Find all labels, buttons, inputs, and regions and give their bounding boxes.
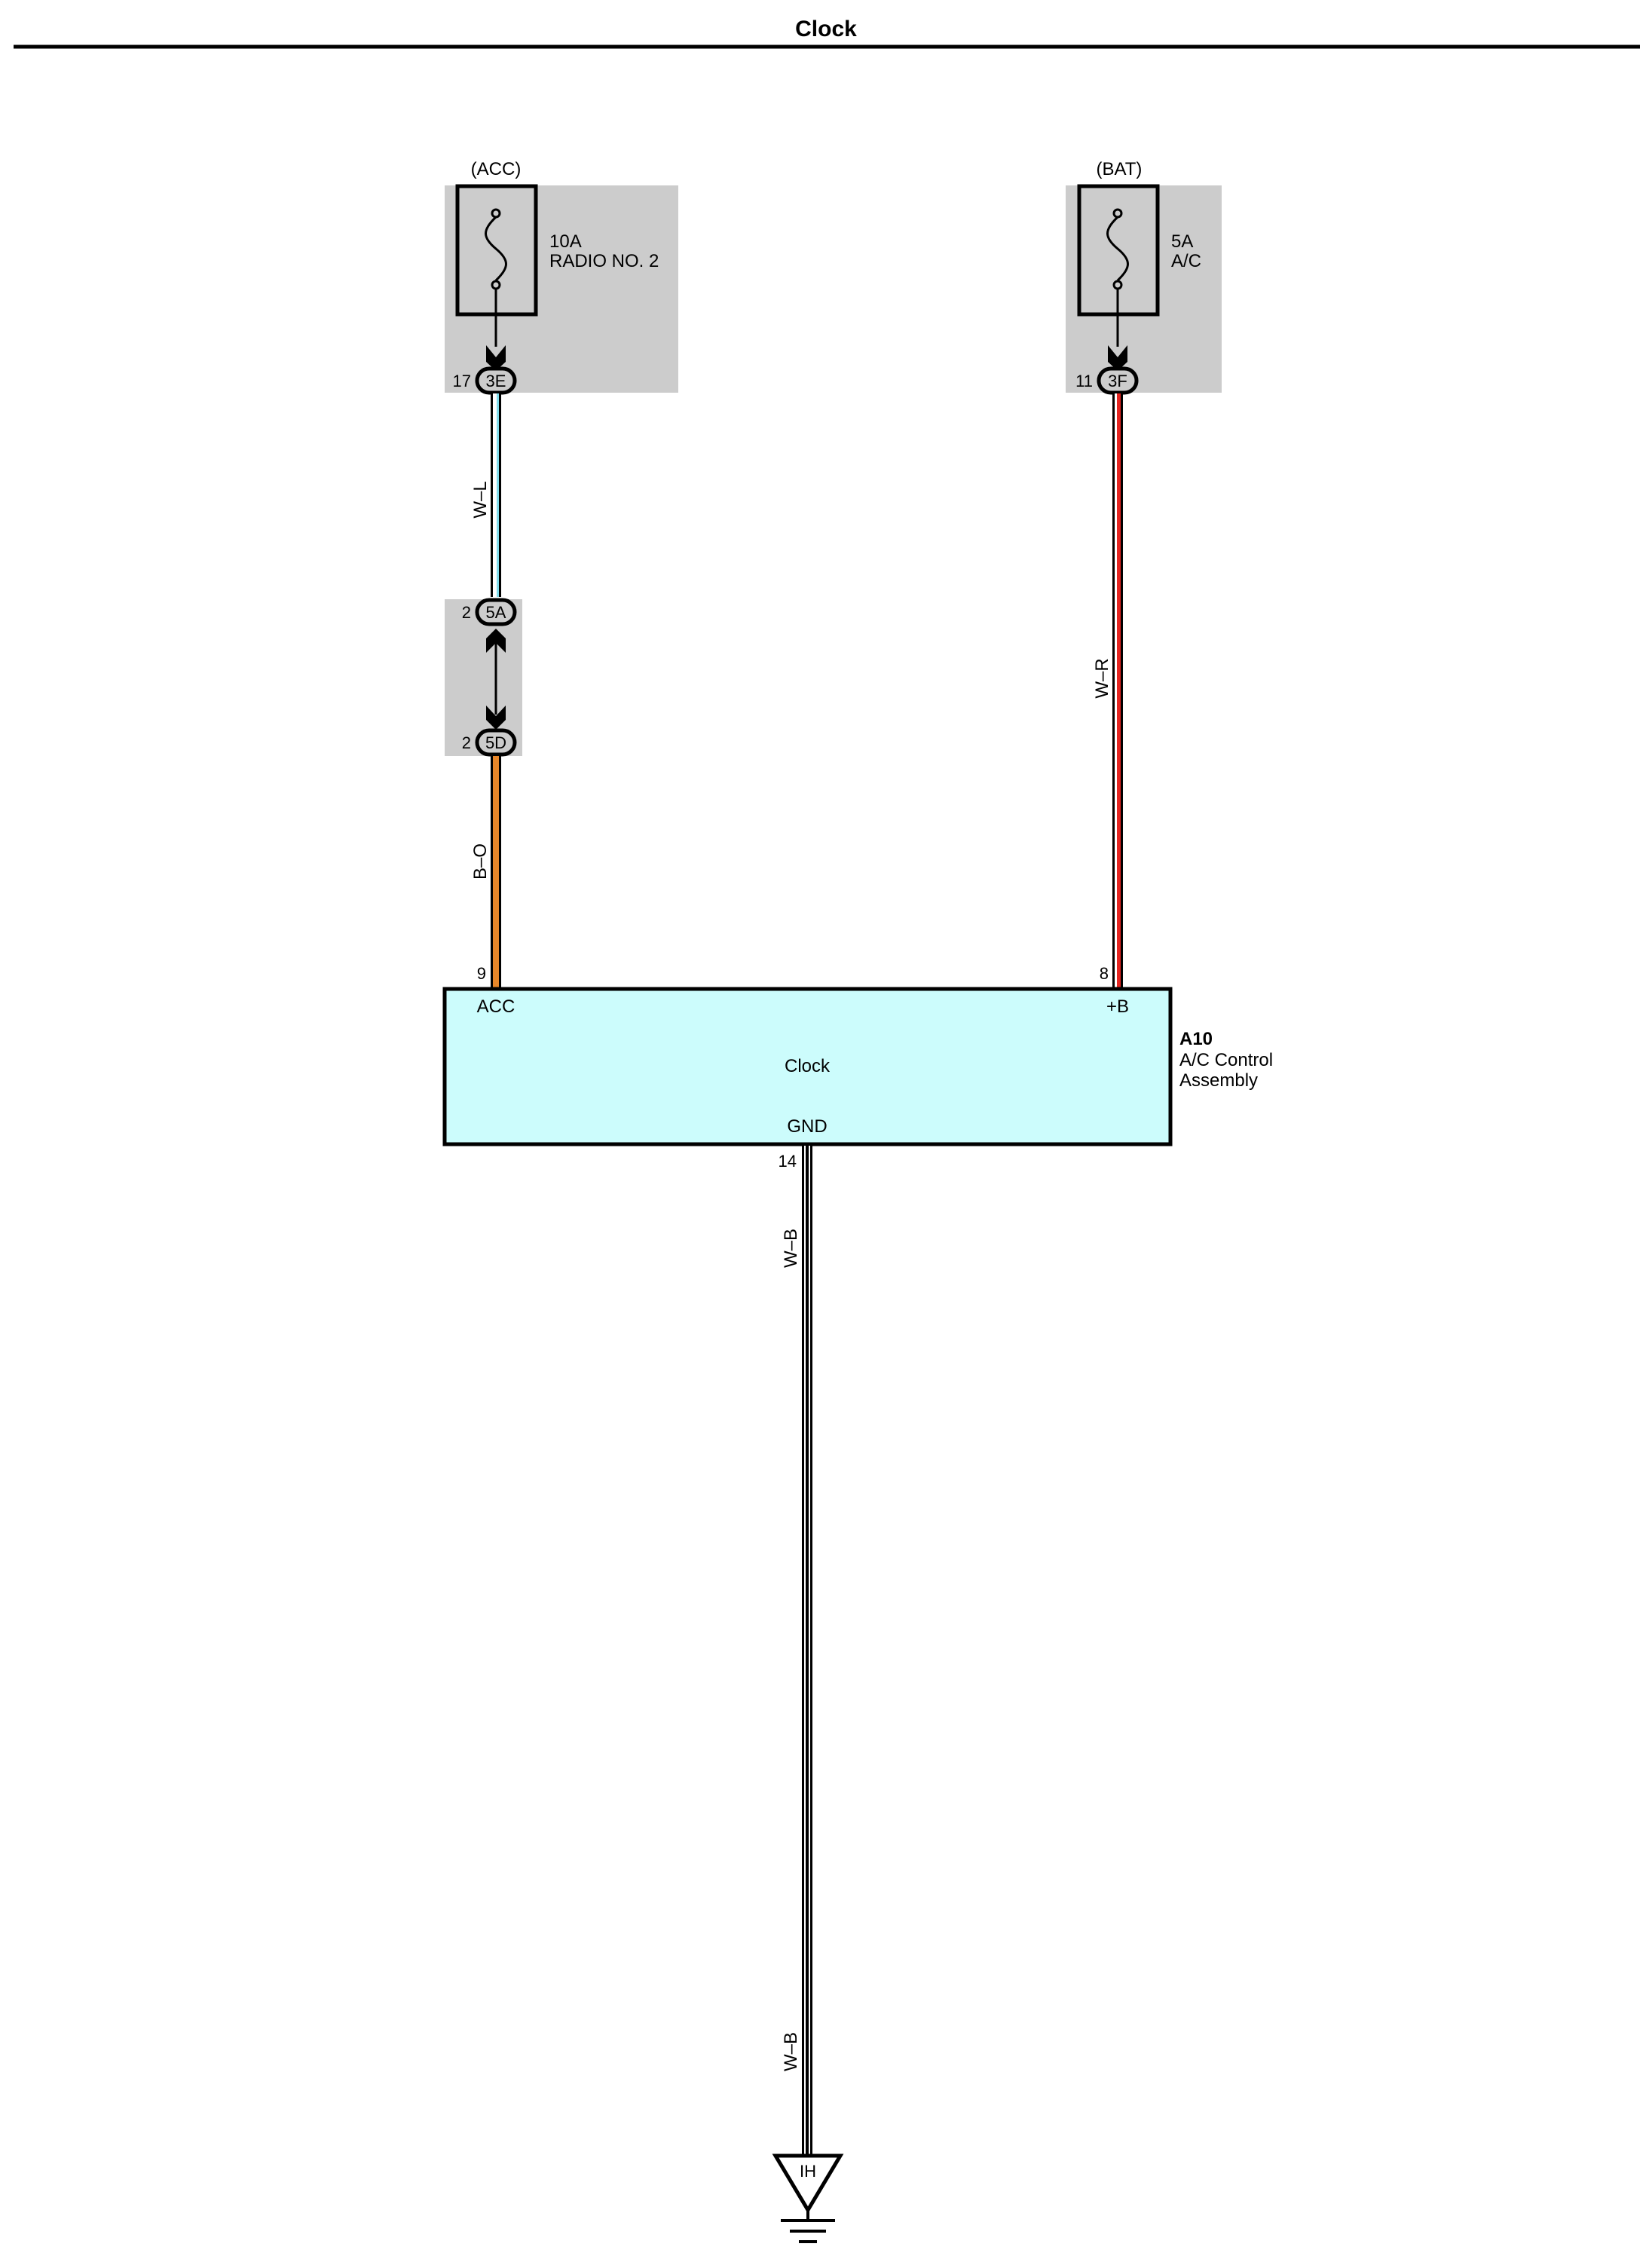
diagram-title: Clock bbox=[795, 17, 857, 41]
component-inner-label: Clock bbox=[785, 1056, 831, 1076]
connector-3F-pin: 11 bbox=[1075, 372, 1093, 390]
connector-5D-label: 5D bbox=[485, 733, 506, 752]
acc-fuse-name: RADIO NO. 2 bbox=[549, 251, 659, 271]
bat-supply-label: (BAT) bbox=[1097, 159, 1143, 179]
bat-fuse-block-bg bbox=[1066, 185, 1222, 393]
connector-3E-pin: 17 bbox=[453, 372, 471, 390]
b-pin-number: 8 bbox=[1100, 964, 1109, 983]
ground-icon bbox=[772, 2153, 844, 2243]
junction-connector-block: 5A 2 5D 2 bbox=[445, 598, 522, 757]
connector-3F bbox=[1097, 366, 1139, 395]
gnd-terminal-label: GND bbox=[787, 1116, 827, 1137]
wire-b-o-label: B–O bbox=[470, 843, 491, 880]
connector-5D bbox=[475, 728, 517, 757]
connector-3E-label: 3E bbox=[486, 372, 506, 390]
wire-w-b-upper-label: W–B bbox=[781, 1229, 801, 1268]
wire-b-o bbox=[491, 756, 501, 988]
connector-3E bbox=[475, 366, 517, 395]
connector-5A bbox=[475, 598, 517, 626]
bat-fuse-block: (BAT) 5A A/C 3F 11 bbox=[1066, 159, 1222, 395]
wire-w-b-lower-label: W–B bbox=[781, 2032, 801, 2071]
bat-fuse-rating: 5A bbox=[1171, 231, 1193, 252]
wire-w-r-label: W–R bbox=[1092, 658, 1112, 698]
wire-w-l bbox=[491, 393, 501, 597]
wire-w-l-label: W–L bbox=[470, 481, 491, 518]
connector-5A-label: 5A bbox=[486, 603, 506, 622]
acc-fuse-block-bg bbox=[445, 185, 678, 393]
bat-fuse-name: A/C bbox=[1171, 251, 1201, 271]
b-terminal-label: +B bbox=[1106, 996, 1129, 1017]
component-name-line1: A/C Control bbox=[1179, 1050, 1273, 1070]
connector-5D-pin: 2 bbox=[462, 733, 471, 752]
acc-pin-number: 9 bbox=[477, 964, 486, 983]
connector-5A-pin: 2 bbox=[462, 603, 471, 622]
wire-w-r bbox=[1112, 393, 1123, 988]
acc-connector-arrow-icon bbox=[486, 345, 506, 371]
connector-3F-label: 3F bbox=[1108, 372, 1127, 390]
component-a10-box bbox=[442, 987, 1173, 1146]
junction-down-arrow-icon bbox=[486, 706, 506, 730]
acc-fuse-rating: 10A bbox=[549, 231, 582, 252]
component-a10: ACC +B Clock GND A10 A/C Control Assembl… bbox=[442, 987, 1273, 1146]
gnd-pin-number: 14 bbox=[779, 1152, 797, 1171]
component-code: A10 bbox=[1179, 1029, 1213, 1049]
component-name-line2: Assembly bbox=[1179, 1070, 1258, 1091]
acc-supply-label: (ACC) bbox=[471, 159, 522, 179]
bat-connector-arrow-icon bbox=[1108, 345, 1127, 371]
acc-terminal-label: ACC bbox=[477, 996, 515, 1017]
ground-label: IH bbox=[800, 2162, 816, 2181]
acc-fuse-block: (ACC) 10A RADIO NO. 2 3E 17 bbox=[445, 159, 678, 395]
wire-w-b bbox=[802, 1146, 812, 2156]
